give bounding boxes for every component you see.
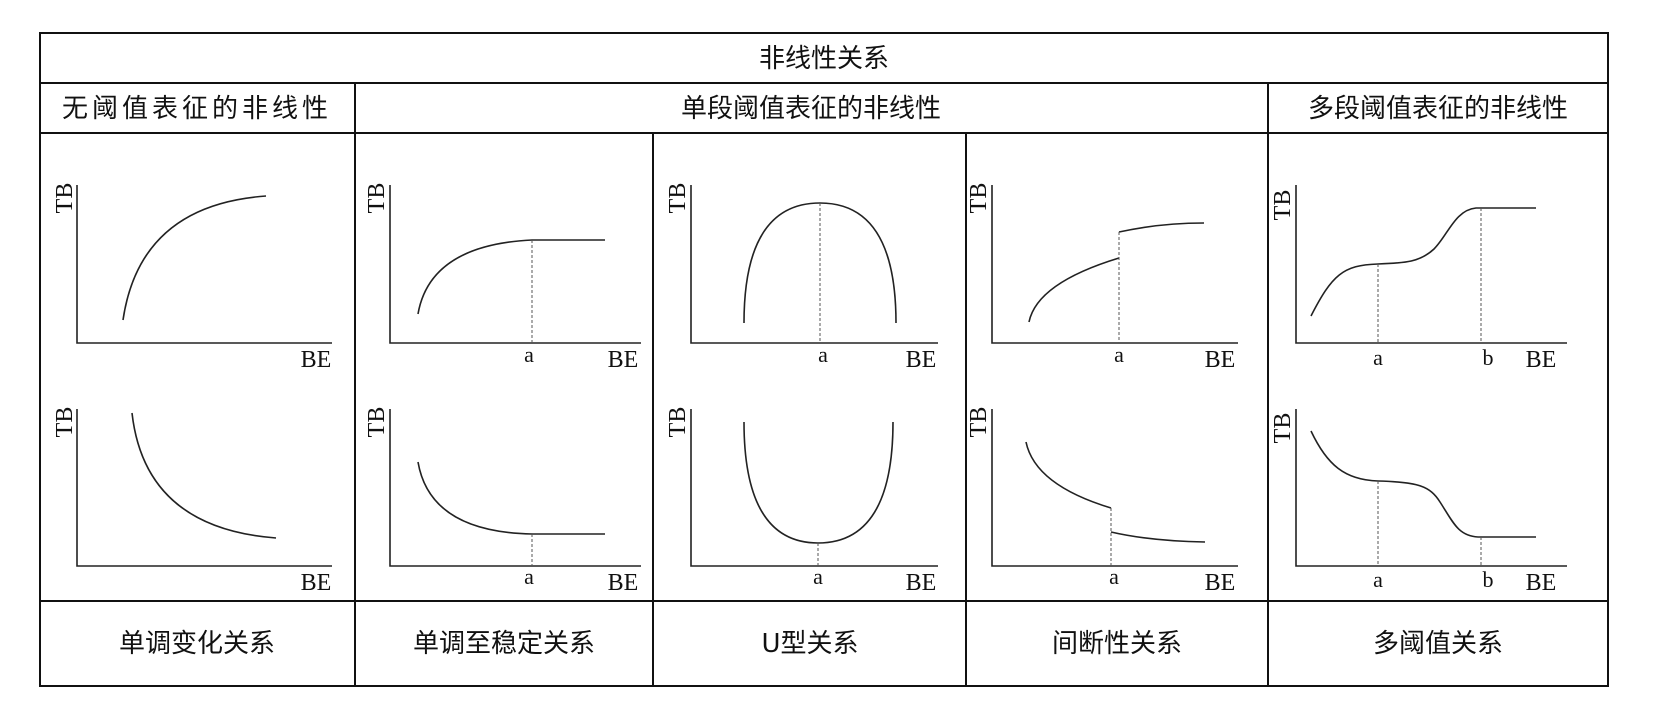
y-axis-label: TB xyxy=(665,183,691,214)
plot-axes xyxy=(690,185,938,344)
plot-multi-threshold-decreasing: a b TB BE xyxy=(1270,409,1567,596)
y-axis-label: TB xyxy=(966,407,992,438)
plot-axes xyxy=(389,409,641,567)
threshold-a-label: a xyxy=(1373,567,1383,592)
plot-axes xyxy=(991,185,1238,344)
plot-curve xyxy=(743,421,894,544)
table-title: 非线性关系 xyxy=(759,44,889,74)
relation-label-monotonic: 单调变化关系 xyxy=(119,629,275,659)
table-grid xyxy=(39,32,1609,687)
plot-monotonic-to-stable-decreasing: a TB BE xyxy=(364,407,641,596)
threshold-a-label: a xyxy=(1109,564,1119,589)
relation-label-multi-threshold: 多阈值关系 xyxy=(1373,629,1503,659)
y-axis-label: TB xyxy=(966,183,992,214)
x-axis-label: BE xyxy=(906,570,937,596)
x-axis-label: BE xyxy=(301,570,332,596)
x-axis-label: BE xyxy=(1526,570,1557,596)
x-axis-label: BE xyxy=(906,347,937,373)
y-axis-label: TB xyxy=(665,407,691,438)
x-axis-label: BE xyxy=(301,347,332,373)
plot-curve xyxy=(1310,207,1536,317)
table-border xyxy=(39,32,1609,687)
plot-curve xyxy=(1310,430,1536,538)
plot-monotonic-decreasing: TB BE xyxy=(52,407,332,596)
threshold-a-label: a xyxy=(524,342,534,367)
group-header-no-threshold: 无阈值表征的非线性 xyxy=(62,94,332,124)
plot-curve-lower xyxy=(1110,531,1206,543)
threshold-a-label: a xyxy=(818,342,828,367)
y-axis-label: TB xyxy=(364,183,390,214)
y-axis-label: TB xyxy=(52,183,78,214)
threshold-a-label: a xyxy=(813,564,823,589)
x-axis-label: BE xyxy=(1205,347,1236,373)
threshold-b-label: b xyxy=(1483,345,1494,370)
threshold-a-label: a xyxy=(1373,345,1383,370)
plot-curve xyxy=(1028,257,1120,323)
plot-monotonic-increasing: TB BE xyxy=(52,183,332,373)
plot-axes xyxy=(1295,185,1567,344)
plot-axes xyxy=(1295,409,1567,567)
plot-discontinuous-increasing: a TB BE xyxy=(966,183,1238,373)
relation-label-discontinuous: 间断性关系 xyxy=(1052,629,1182,659)
threshold-b-label: b xyxy=(1483,567,1494,592)
plot-curve xyxy=(417,239,605,315)
group-header-single-threshold: 单段阈值表征的非线性 xyxy=(681,94,941,124)
y-axis-label: TB xyxy=(52,407,78,438)
plot-discontinuous-decreasing: a TB BE xyxy=(966,407,1238,596)
plot-axes xyxy=(76,409,332,567)
plot-inverted-u: a TB BE xyxy=(665,183,938,373)
y-axis-label: TB xyxy=(1270,413,1296,444)
x-axis-label: BE xyxy=(608,347,639,373)
y-axis-label: TB xyxy=(364,407,390,438)
plot-multi-threshold-increasing: a b TB BE xyxy=(1270,185,1567,373)
plot-axes xyxy=(76,185,332,344)
plot-curve-upper xyxy=(1118,222,1205,233)
plot-monotonic-to-stable-increasing: a TB BE xyxy=(364,183,641,373)
plot-axes xyxy=(690,409,938,567)
threshold-a-label: a xyxy=(1114,342,1124,367)
plot-curve xyxy=(131,412,277,539)
threshold-a-label: a xyxy=(524,564,534,589)
plot-curve xyxy=(417,461,605,535)
plot-u-shape: a TB BE xyxy=(665,407,938,596)
x-axis-label: BE xyxy=(1526,347,1557,373)
group-header-multi-threshold: 多段阈值表征的非线性 xyxy=(1308,94,1568,124)
plot-axes xyxy=(991,409,1238,567)
relation-label-u-shape: U型关系 xyxy=(761,629,858,659)
x-axis-label: BE xyxy=(608,570,639,596)
plot-axes xyxy=(389,185,641,344)
y-axis-label: TB xyxy=(1270,190,1296,221)
plot-curve xyxy=(122,195,267,321)
relation-label-monotonic-to-stable: 单调至稳定关系 xyxy=(413,629,595,659)
x-axis-label: BE xyxy=(1205,570,1236,596)
plot-curve xyxy=(1025,441,1112,509)
